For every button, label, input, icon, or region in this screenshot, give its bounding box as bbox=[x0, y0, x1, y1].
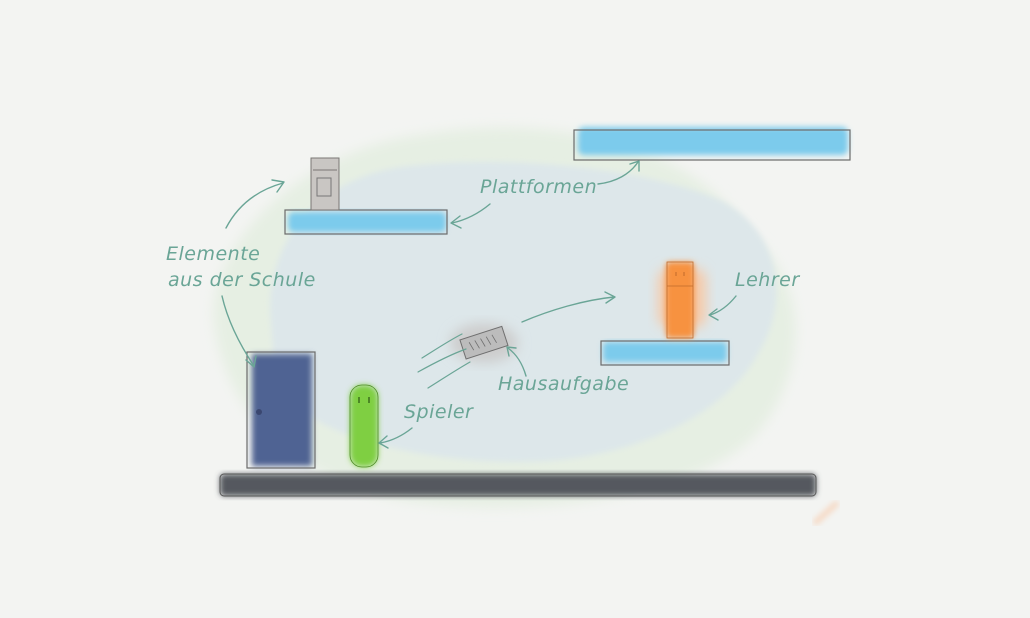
platform-right-mid bbox=[600, 340, 730, 366]
locker-icon bbox=[310, 157, 340, 211]
teacher-icon bbox=[658, 261, 706, 339]
platform-top-right bbox=[573, 127, 851, 161]
background-blue-blob bbox=[270, 161, 777, 462]
annotation-arrows bbox=[221, 160, 737, 449]
player-icon bbox=[349, 384, 379, 468]
label-platforms: Plattformen bbox=[480, 176, 598, 198]
platform-upper-left bbox=[284, 209, 448, 235]
label-teacher: Lehrer bbox=[735, 269, 800, 291]
homework-icon bbox=[450, 323, 518, 363]
arrow-trajectory bbox=[521, 296, 615, 323]
ground-platform bbox=[219, 473, 817, 497]
arrow-to-teacher bbox=[709, 295, 737, 316]
door-icon bbox=[246, 351, 316, 469]
label-homework: Hausaufgabe bbox=[498, 373, 630, 395]
arrow-to-platform-left bbox=[451, 203, 491, 224]
homework-motion-lines bbox=[417, 333, 471, 389]
label-player: Spieler bbox=[404, 401, 474, 423]
brush-mark bbox=[813, 501, 839, 525]
label-school-elements-line2: aus der Schule bbox=[168, 269, 316, 291]
arrow-to-door bbox=[221, 295, 255, 367]
arrow-to-homework bbox=[507, 347, 527, 377]
arrow-to-locker bbox=[225, 182, 284, 229]
label-school-elements-line1: Elemente bbox=[166, 243, 261, 265]
arrow-to-platform-right bbox=[597, 161, 639, 185]
arrow-to-player bbox=[379, 427, 413, 444]
